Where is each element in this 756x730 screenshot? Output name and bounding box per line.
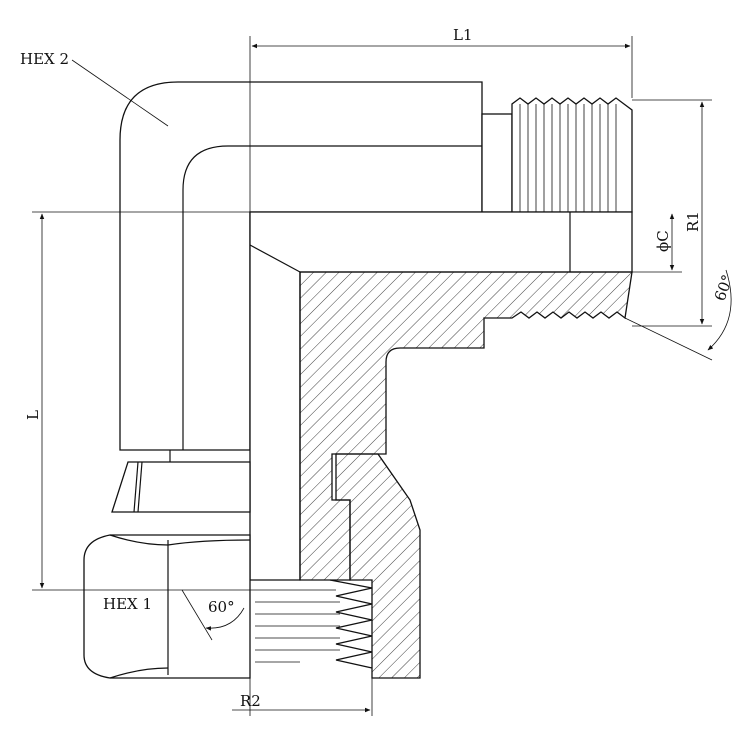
angle-inner-label: 60° <box>208 598 235 616</box>
bore-chamfer <box>249 244 301 273</box>
hex2-label: HEX 2 <box>20 50 69 68</box>
collar-line-1 <box>133 461 139 513</box>
angle-outer-arc <box>707 269 732 351</box>
section-hatch <box>299 271 633 581</box>
angle-outer-label: 60° <box>711 272 737 303</box>
hex1-edge-4 <box>167 539 251 546</box>
l-label: L <box>24 410 42 420</box>
phi-c-label: ϕC <box>654 230 672 252</box>
collar <box>111 461 251 513</box>
elbow-inner-curve <box>182 145 482 450</box>
inner-port-lines <box>250 589 340 663</box>
angle-inner-line <box>181 589 213 641</box>
thread-lines <box>519 104 617 212</box>
r2-label: R2 <box>240 692 261 710</box>
hex1-edge-2 <box>109 534 169 546</box>
stub-neck <box>481 113 513 213</box>
r1-label: R1 <box>684 211 702 232</box>
angle-inner-arc <box>205 607 245 631</box>
hex1-edge-3 <box>109 667 169 679</box>
collar-line-2 <box>137 461 143 513</box>
hex2-leader <box>71 59 169 127</box>
female-thread <box>329 579 373 669</box>
angle-outer-line <box>624 317 713 361</box>
l1-label: L1 <box>453 26 473 44</box>
hex1-label: HEX 1 <box>103 595 152 613</box>
male-thread-top <box>511 97 633 213</box>
